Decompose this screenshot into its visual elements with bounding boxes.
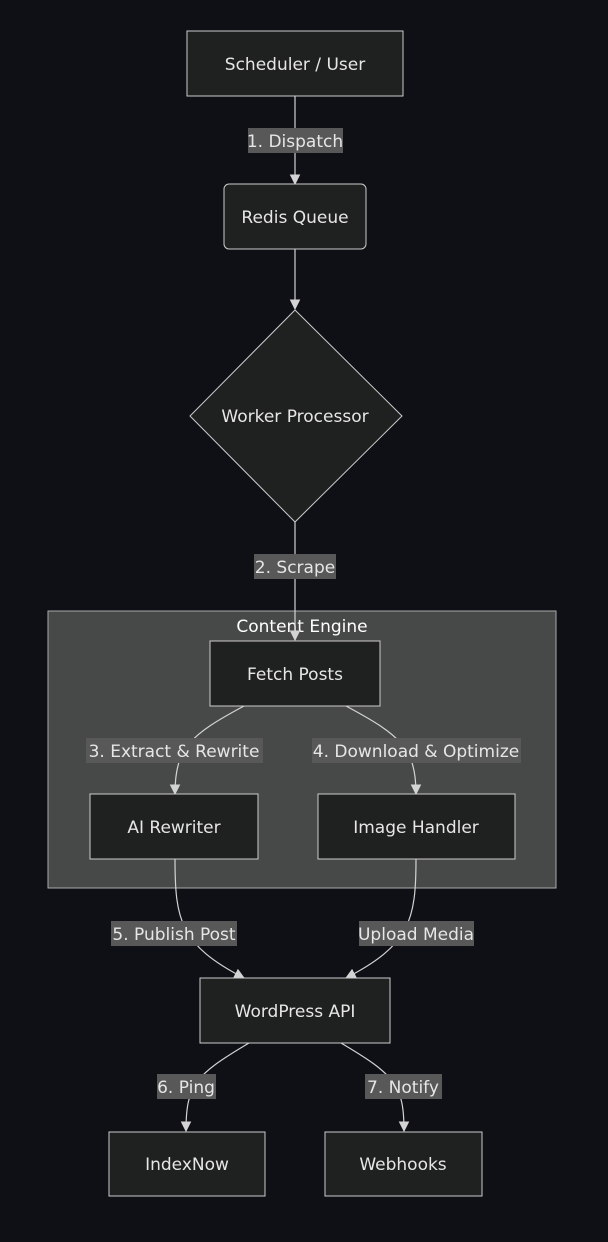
edge-label-dispatch: 1. Dispatch [247,128,343,153]
svg-text:6. Ping: 6. Ping [157,1078,215,1098]
svg-text:Redis Queue: Redis Queue [241,208,348,228]
svg-text:Fetch Posts: Fetch Posts [247,665,343,685]
svg-text:1. Dispatch: 1. Dispatch [247,132,343,152]
edge-label-download: 4. Download & Optimize [312,738,521,763]
svg-text:IndexNow: IndexNow [145,1155,229,1175]
svg-text:5. Publish Post: 5. Publish Post [112,925,236,945]
svg-text:WordPress API: WordPress API [235,1002,356,1022]
svg-text:Webhooks: Webhooks [359,1155,446,1175]
edge-label-scrape: 2. Scrape [254,554,336,579]
node-fetch-posts: Fetch Posts [209,640,381,707]
edge-label-notify: 7. Notify [365,1074,442,1099]
svg-text:4. Download & Optimize: 4. Download & Optimize [313,742,519,762]
svg-text:2. Scrape: 2. Scrape [255,558,335,578]
node-wordpress-api: WordPress API [199,977,391,1044]
node-image-handler: Image Handler [317,793,516,860]
node-indexnow: IndexNow [108,1131,266,1197]
svg-text:7. Notify: 7. Notify [367,1078,439,1098]
svg-text:Image Handler: Image Handler [353,818,479,838]
svg-text:Worker Processor: Worker Processor [221,407,368,427]
content-engine-cluster-title: Content Engine [236,617,367,637]
svg-text:Upload Media: Upload Media [358,925,474,945]
svg-text:AI Rewriter: AI Rewriter [127,818,220,838]
node-scheduler-user: Scheduler / User [186,30,404,97]
edge-label-publish: 5. Publish Post [111,921,237,946]
edge-label-upload: Upload Media [358,921,474,946]
node-worker-processor: Worker Processor [189,309,403,523]
svg-text:Scheduler / User: Scheduler / User [225,55,365,75]
svg-text:3. Extract & Rewrite: 3. Extract & Rewrite [89,742,260,762]
edge-label-extract: 3. Extract & Rewrite [86,738,263,763]
node-redis-queue: Redis Queue [223,183,367,250]
node-webhooks: Webhooks [324,1131,483,1197]
edge-label-ping: 6. Ping [157,1074,216,1099]
node-ai-rewriter: AI Rewriter [89,793,259,860]
